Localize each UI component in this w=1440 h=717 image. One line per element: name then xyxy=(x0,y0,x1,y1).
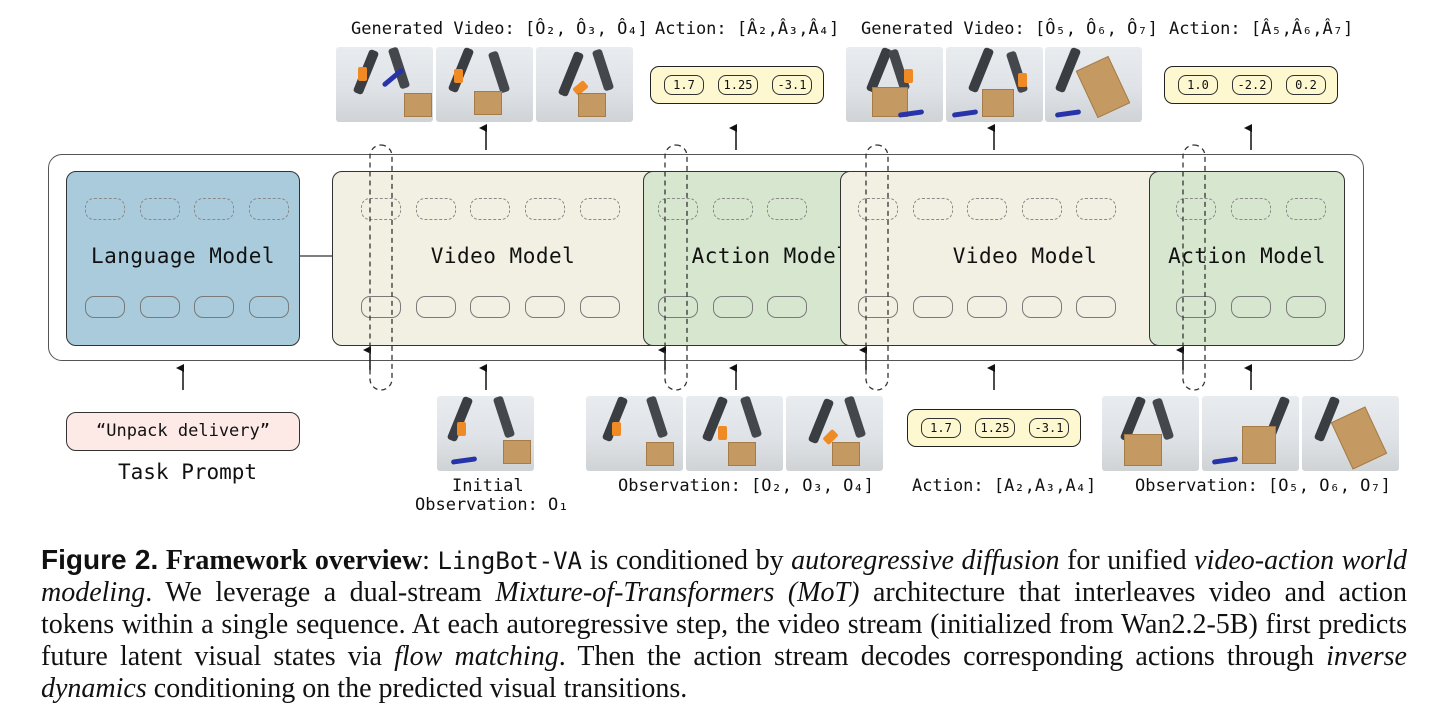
task-prompt-box: “Unpack delivery” xyxy=(66,412,300,451)
observation-frame-image xyxy=(1202,396,1299,471)
generated-frame-image xyxy=(946,47,1043,122)
action-value: 1.7 xyxy=(664,75,704,95)
video-model-label-2: Video Model xyxy=(952,244,1098,268)
generated-frame-image xyxy=(436,47,533,122)
predicted-action-box-1: 1.7 1.25 -3.1 xyxy=(650,66,824,104)
caption-text: . We leverage a dual-stream xyxy=(145,577,482,608)
observation-label-1: Observation: [O₂, O₃, O₄] xyxy=(618,476,874,496)
generated-video-label-2: Generated Video: [Ô₅, Ô₆, Ô₇] xyxy=(861,19,1158,39)
predicted-action-box-2: 1.0 -2.2 0.2 xyxy=(1164,66,1338,104)
initial-observation-label: Initial xyxy=(452,476,524,496)
video-model-box-2: Video Model xyxy=(840,171,1170,346)
caption-emphasis: inverse dynamics xyxy=(41,641,1407,704)
language-model-box: Language Model xyxy=(66,171,300,346)
observation-label-2: Observation: [O₅, O₆, O₇] xyxy=(1135,476,1391,496)
action-value: -3.1 xyxy=(1029,418,1069,438)
action-label-top-2: Action: [Â₅,Â₆,Â₇] xyxy=(1169,19,1354,39)
executed-action-box: 1.7 1.25 -3.1 xyxy=(907,409,1081,447)
observation-frame-image xyxy=(437,396,534,471)
action-model-box-2: Action Model xyxy=(1149,171,1345,346)
caption-title: Framework overview xyxy=(165,545,423,576)
action-label-top-1: Action: [Â₂,Â₃,Â₄] xyxy=(655,19,840,39)
action-model-box-1: Action Model xyxy=(643,171,858,346)
caption-text: for unified xyxy=(1067,545,1187,576)
figure-caption: Figure 2. Framework overview: LingBot-VA… xyxy=(41,544,1408,704)
caption-text: is conditioned by xyxy=(589,545,784,576)
action-model-label-2: Action Model xyxy=(1168,244,1326,268)
generated-frame-image xyxy=(336,47,433,122)
caption-emphasis: Mixture-of-Transformers (MoT) xyxy=(495,577,860,608)
observation-frame-image xyxy=(586,396,683,471)
generated-video-label-1: Generated Video: [Ô₂, Ô₃, Ô₄] xyxy=(351,19,648,39)
caption-text: architecture that interleaves video and … xyxy=(41,577,1408,672)
model-name: LingBot-VA xyxy=(437,547,583,575)
initial-observation-label-2: Observation: O₁ xyxy=(415,495,569,515)
caption-emphasis: autoregressive diffusion xyxy=(791,545,1060,576)
observation-frame-image xyxy=(1302,396,1399,471)
caption-emphasis: video-action world modeling xyxy=(41,545,1408,608)
action-value: 1.25 xyxy=(975,418,1015,438)
transformer-sequence-container xyxy=(48,154,1364,361)
generated-frame-image xyxy=(846,47,943,122)
video-model-label-1: Video Model xyxy=(430,244,576,268)
action-value: -2.2 xyxy=(1232,75,1272,95)
task-prompt-label: Task Prompt xyxy=(118,460,258,484)
caption-emphasis: flow matching xyxy=(394,641,559,672)
observation-frame-image xyxy=(1102,396,1199,471)
action-model-label-1: Action Model xyxy=(691,244,850,268)
action-value: -3.1 xyxy=(772,75,812,95)
observation-frame-image xyxy=(686,396,783,471)
generated-frame-image xyxy=(536,47,633,122)
action-value: 1.25 xyxy=(718,75,758,95)
action-label-bottom: Action: [A₂,A₃,A₄] xyxy=(912,476,1097,496)
caption-text: . Then the action stream decodes corresp… xyxy=(558,641,1314,672)
language-model-label: Language Model xyxy=(90,244,275,268)
figure-number: Figure 2. xyxy=(41,544,159,575)
video-model-box-1: Video Model xyxy=(332,171,662,346)
action-value: 1.7 xyxy=(921,418,961,438)
observation-frame-image xyxy=(786,396,883,471)
action-value: 0.2 xyxy=(1286,75,1326,95)
generated-frame-image xyxy=(1045,47,1142,122)
action-value: 1.0 xyxy=(1178,75,1218,95)
caption-text: conditioning on the predicted visual tra… xyxy=(153,673,688,704)
